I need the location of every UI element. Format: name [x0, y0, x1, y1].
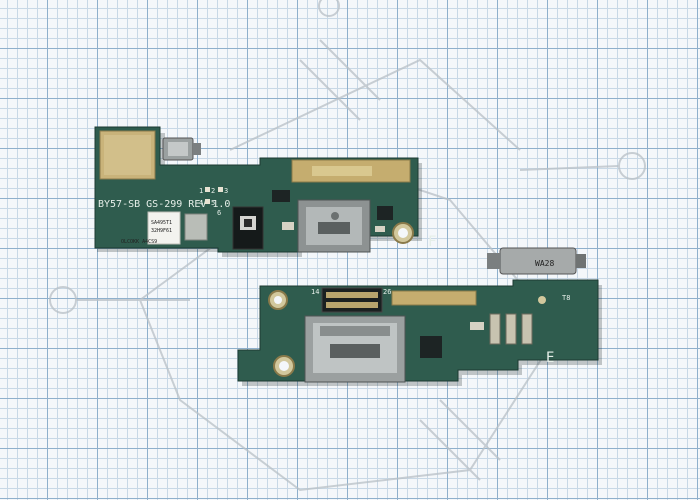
sticker-line-3: 32H9F61 [151, 228, 172, 234]
label-26: 26 [383, 288, 391, 296]
board-bottom-letter: E [546, 350, 554, 366]
vibration-motor-bottom: WA28 [487, 247, 586, 275]
usb-connector-bottom [304, 315, 406, 383]
usb-connector-top [297, 199, 371, 253]
pad-label: 4 [199, 199, 203, 207]
sticker-line-1: OLCOKK A4CS9 [121, 239, 157, 245]
pad-label: 1 [199, 187, 203, 195]
pcb-board-top: BY57-SB GS-299 REV 1.0 1 2 3 4 5 6 OLCOK… [94, 126, 436, 257]
pad-label: 5 [211, 199, 215, 207]
label-sticker: OLCOKK A4CS9 SA495T1 32H9F61 [121, 211, 181, 245]
board-top-silk-text: BY57-SB GS-299 REV 1.0 [98, 199, 230, 210]
microphone-module [232, 206, 264, 250]
component-row [489, 313, 533, 345]
label-t8: T8 [562, 294, 570, 302]
board-to-board-connector [321, 287, 383, 313]
pcb-board-bottom: WA28 14 26 [237, 247, 602, 386]
motor-text: WA28 [535, 259, 554, 268]
pad-label: 6 [217, 209, 221, 217]
sticker-line-2: SA495T1 [151, 220, 172, 226]
label-14: 14 [311, 288, 319, 296]
pad-label: 3 [224, 187, 228, 195]
pad-label: 2 [211, 187, 215, 195]
board-top-letter: F [428, 234, 436, 250]
vibration-motor-top [162, 137, 201, 161]
